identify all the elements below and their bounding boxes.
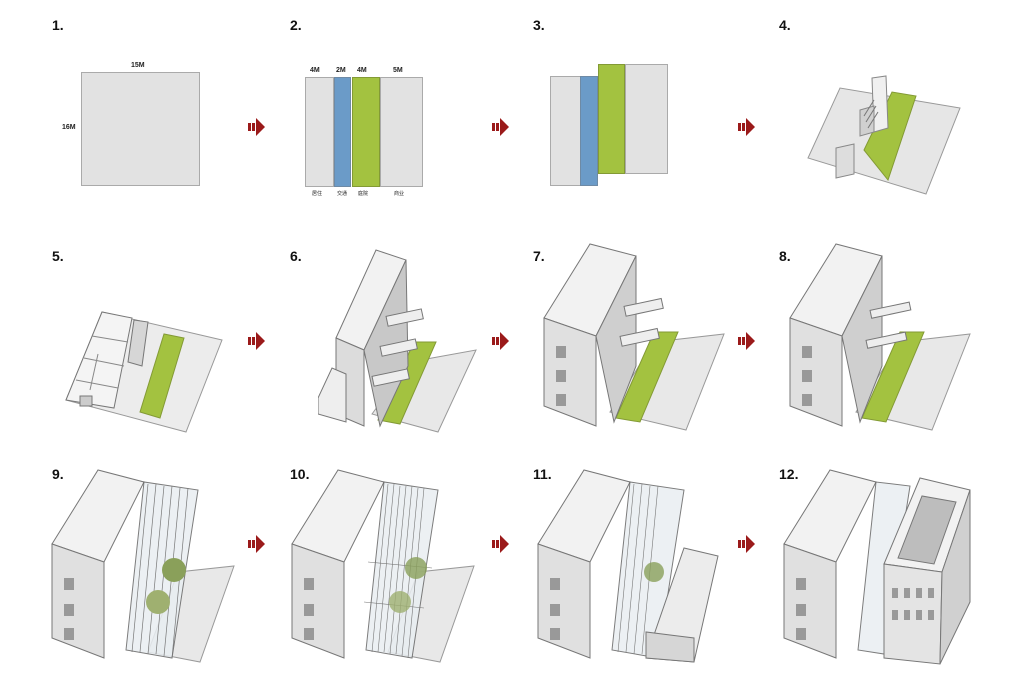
shifted-strip-courtyard bbox=[598, 64, 625, 174]
site-plot bbox=[81, 72, 200, 186]
step-number-4: 4. bbox=[779, 17, 791, 33]
zone-name-label: 居住 bbox=[312, 191, 323, 197]
site-width-label: 15M bbox=[131, 62, 145, 69]
zone-name-label: 商业 bbox=[394, 191, 405, 197]
isometric-step-10 bbox=[291, 469, 475, 663]
step-number-1: 1. bbox=[52, 17, 64, 33]
arrow-right-icon bbox=[738, 118, 755, 136]
zone-strip-commercial bbox=[380, 77, 423, 187]
isometric-step-4 bbox=[807, 75, 961, 195]
arrow-right-icon bbox=[738, 332, 755, 350]
isometric-step-11 bbox=[537, 469, 719, 663]
shifted-strip-residential bbox=[550, 76, 581, 186]
arrow-right-icon bbox=[492, 118, 509, 136]
zone-name-label: 交通 bbox=[337, 191, 348, 197]
arrow-right-icon bbox=[248, 118, 265, 136]
zone-width-label: 4M bbox=[310, 67, 320, 74]
arrow-right-icon bbox=[248, 535, 265, 553]
step-number-11: 11. bbox=[533, 466, 552, 482]
site-depth-label: 16M bbox=[62, 124, 76, 131]
zone-width-label: 2M bbox=[336, 67, 346, 74]
step-number-8: 8. bbox=[779, 248, 791, 264]
isometric-step-12 bbox=[783, 469, 971, 665]
step-number-3: 3. bbox=[533, 17, 545, 33]
zone-width-label: 4M bbox=[357, 67, 367, 74]
isometric-step-8 bbox=[789, 243, 971, 431]
step-number-5: 5. bbox=[52, 248, 64, 264]
arrow-right-icon bbox=[492, 535, 509, 553]
isometric-step-6 bbox=[318, 249, 477, 433]
step-number-10: 10. bbox=[290, 466, 310, 482]
zone-name-label: 庭院 bbox=[358, 191, 369, 197]
zone-strip-residential bbox=[305, 77, 334, 187]
shifted-strip-commercial bbox=[625, 64, 668, 174]
step-number-12: 12. bbox=[779, 466, 799, 482]
arrow-right-icon bbox=[492, 332, 509, 350]
zone-strip-courtyard bbox=[352, 77, 380, 187]
arrow-right-icon bbox=[738, 535, 755, 553]
isometric-step-9 bbox=[51, 469, 235, 663]
shifted-strip-circulation bbox=[580, 76, 598, 186]
zone-strip-circulation bbox=[334, 77, 351, 187]
isometric-step-7 bbox=[543, 243, 725, 431]
zone-width-label: 5M bbox=[393, 67, 403, 74]
isometric-step-5 bbox=[65, 311, 223, 433]
arrow-right-icon bbox=[248, 332, 265, 350]
step-number-2: 2. bbox=[290, 17, 302, 33]
step-number-9: 9. bbox=[52, 466, 64, 482]
step-number-6: 6. bbox=[290, 248, 302, 264]
step-number-7: 7. bbox=[533, 248, 545, 264]
